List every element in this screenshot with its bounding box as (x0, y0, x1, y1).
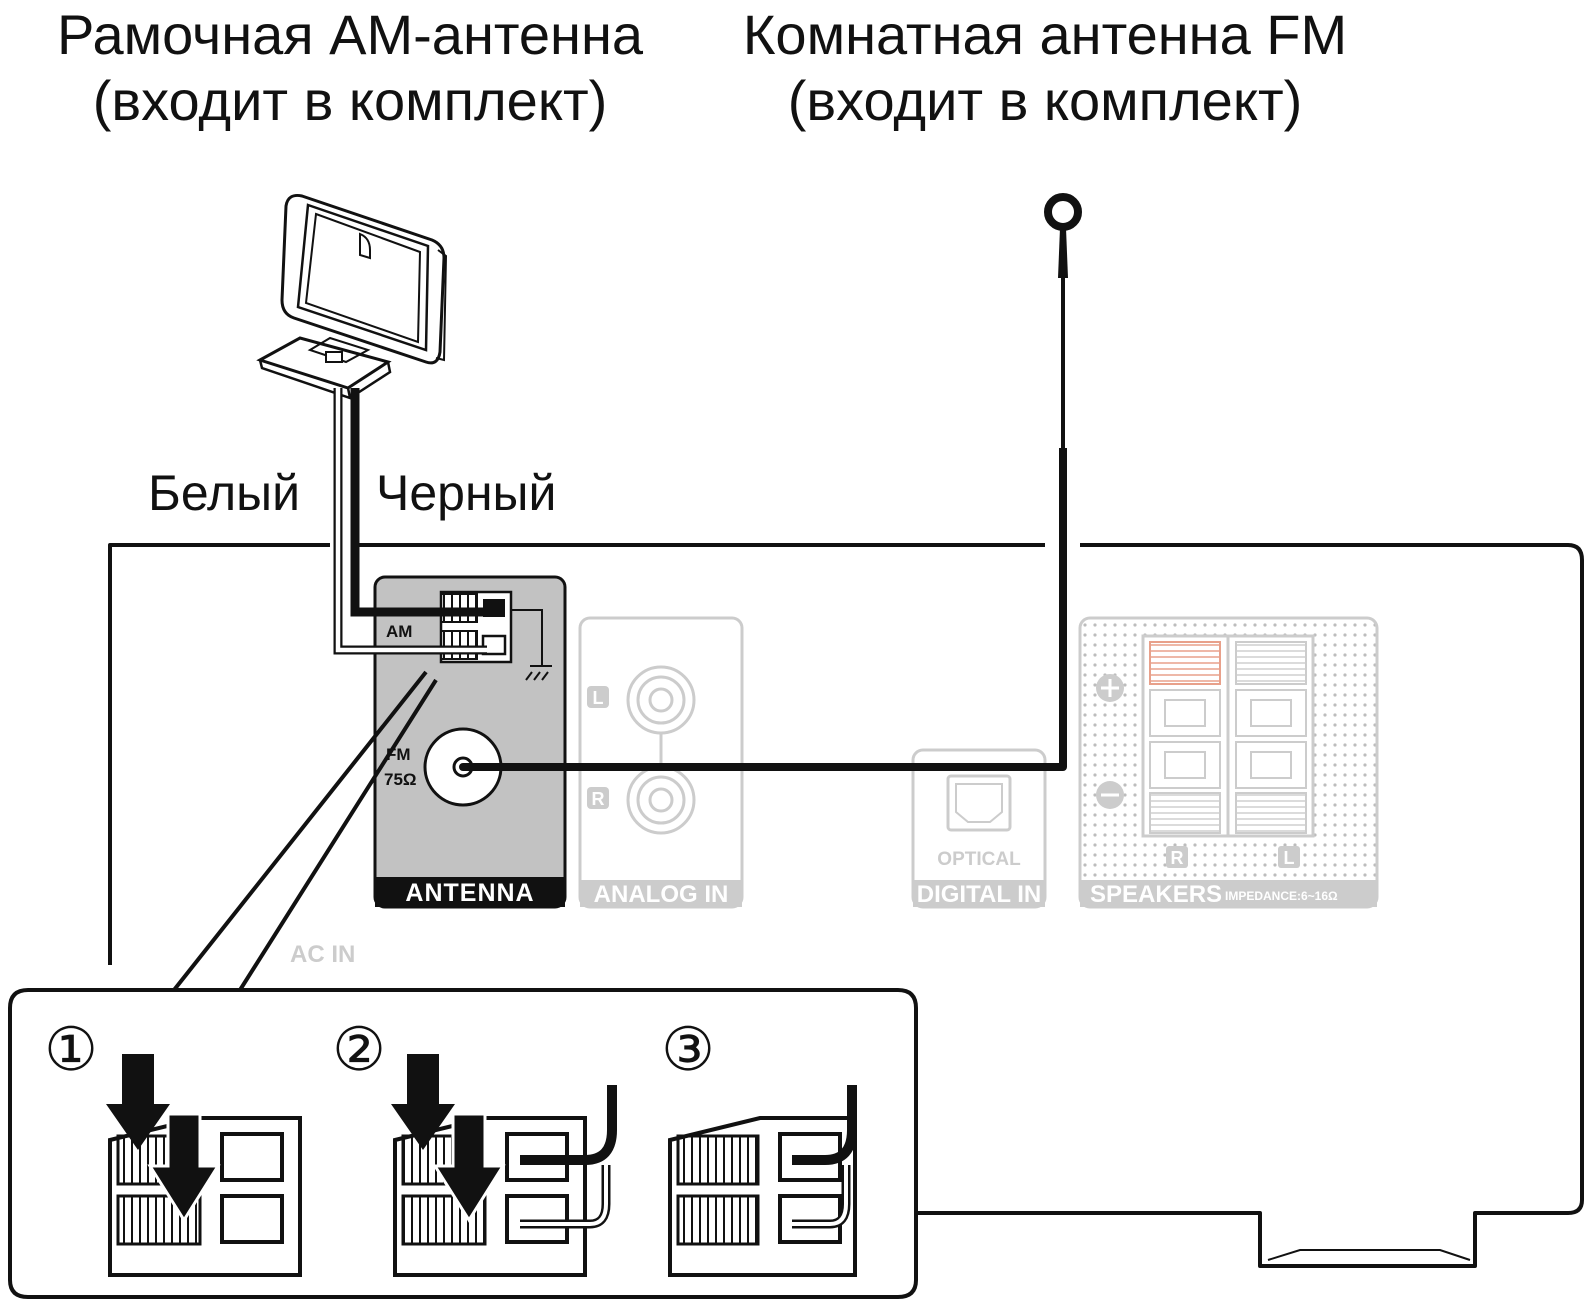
speakers-label: SPEAKERS (1090, 881, 1222, 908)
fm-antenna-wire (463, 448, 1067, 771)
speaker-l-plus-terminal (1235, 641, 1307, 685)
step-3-terminal (668, 1085, 857, 1277)
receiver-outline (108, 543, 1584, 1268)
press-down-arrow (106, 1054, 170, 1150)
step-3-marker: ③ (661, 1016, 715, 1083)
speaker-r-minus-terminal (1149, 792, 1221, 834)
digital-in-label: DIGITAL IN (917, 881, 1041, 908)
speaker-r-label: R (1171, 848, 1184, 868)
ac-in-label: AC IN (290, 941, 355, 968)
clamped-black-wire (792, 1085, 857, 1165)
black-wire-label: Черный (376, 465, 557, 521)
press-down-arrow (147, 1112, 221, 1223)
press-down-arrow (391, 1054, 455, 1150)
press-down-arrow (432, 1112, 506, 1223)
digital-in-panel: DIGITAL IN OPTICAL (911, 748, 1047, 909)
ground-symbol (511, 609, 552, 681)
step-1-terminal (106, 1054, 302, 1277)
fm-terminal-label-line2: 75Ω (384, 770, 417, 789)
antenna-section-label: ANTENNA (405, 879, 534, 907)
am-terminal-label: AM (386, 622, 412, 641)
speakers-panel: SPEAKERS IMPEDANCE:6~16Ω R L (1078, 616, 1379, 909)
step-1-marker: ① (44, 1016, 98, 1083)
am-antenna-title: Рамочная АМ-антенна (входит в комплект) (40, 2, 660, 134)
analog-in-panel: ANALOG IN L R (578, 616, 744, 909)
analog-left-label: L (593, 688, 604, 708)
optical-label: OPTICAL (937, 849, 1021, 870)
optical-port (946, 774, 1012, 832)
analog-in-label: ANALOG IN (594, 881, 729, 908)
fm-indoor-antenna (463, 193, 1082, 771)
fm-antenna-title: Комнатная антенна FM (входит в комплект) (720, 2, 1370, 134)
am-antenna-title-line2: (входит в комплект) (92, 69, 608, 132)
white-wire-label: Белый (148, 465, 301, 521)
step-2-marker: ② (332, 1016, 386, 1083)
am-loop-antenna (256, 194, 448, 400)
step-2-terminal (391, 1054, 617, 1277)
fm-antenna-title-line2: (входит в комплект) (787, 69, 1303, 132)
speaker-r-plus-terminal (1149, 641, 1221, 685)
impedance-label: IMPEDANCE:6~16Ω (1225, 889, 1338, 903)
fm-antenna-title-line1: Комнатная антенна FM (742, 3, 1348, 66)
am-antenna-title-line1: Рамочная АМ-антенна (56, 3, 644, 66)
speaker-l-minus-terminal (1235, 792, 1307, 834)
analog-right-label: R (592, 789, 605, 809)
speaker-l-label: L (1284, 848, 1295, 868)
inserted-black-wire (520, 1085, 617, 1165)
receiver-foot (1267, 1249, 1471, 1261)
antenna-panel: ANTENNA AM FM 75Ω (373, 575, 567, 909)
am-black-wire (350, 388, 487, 617)
